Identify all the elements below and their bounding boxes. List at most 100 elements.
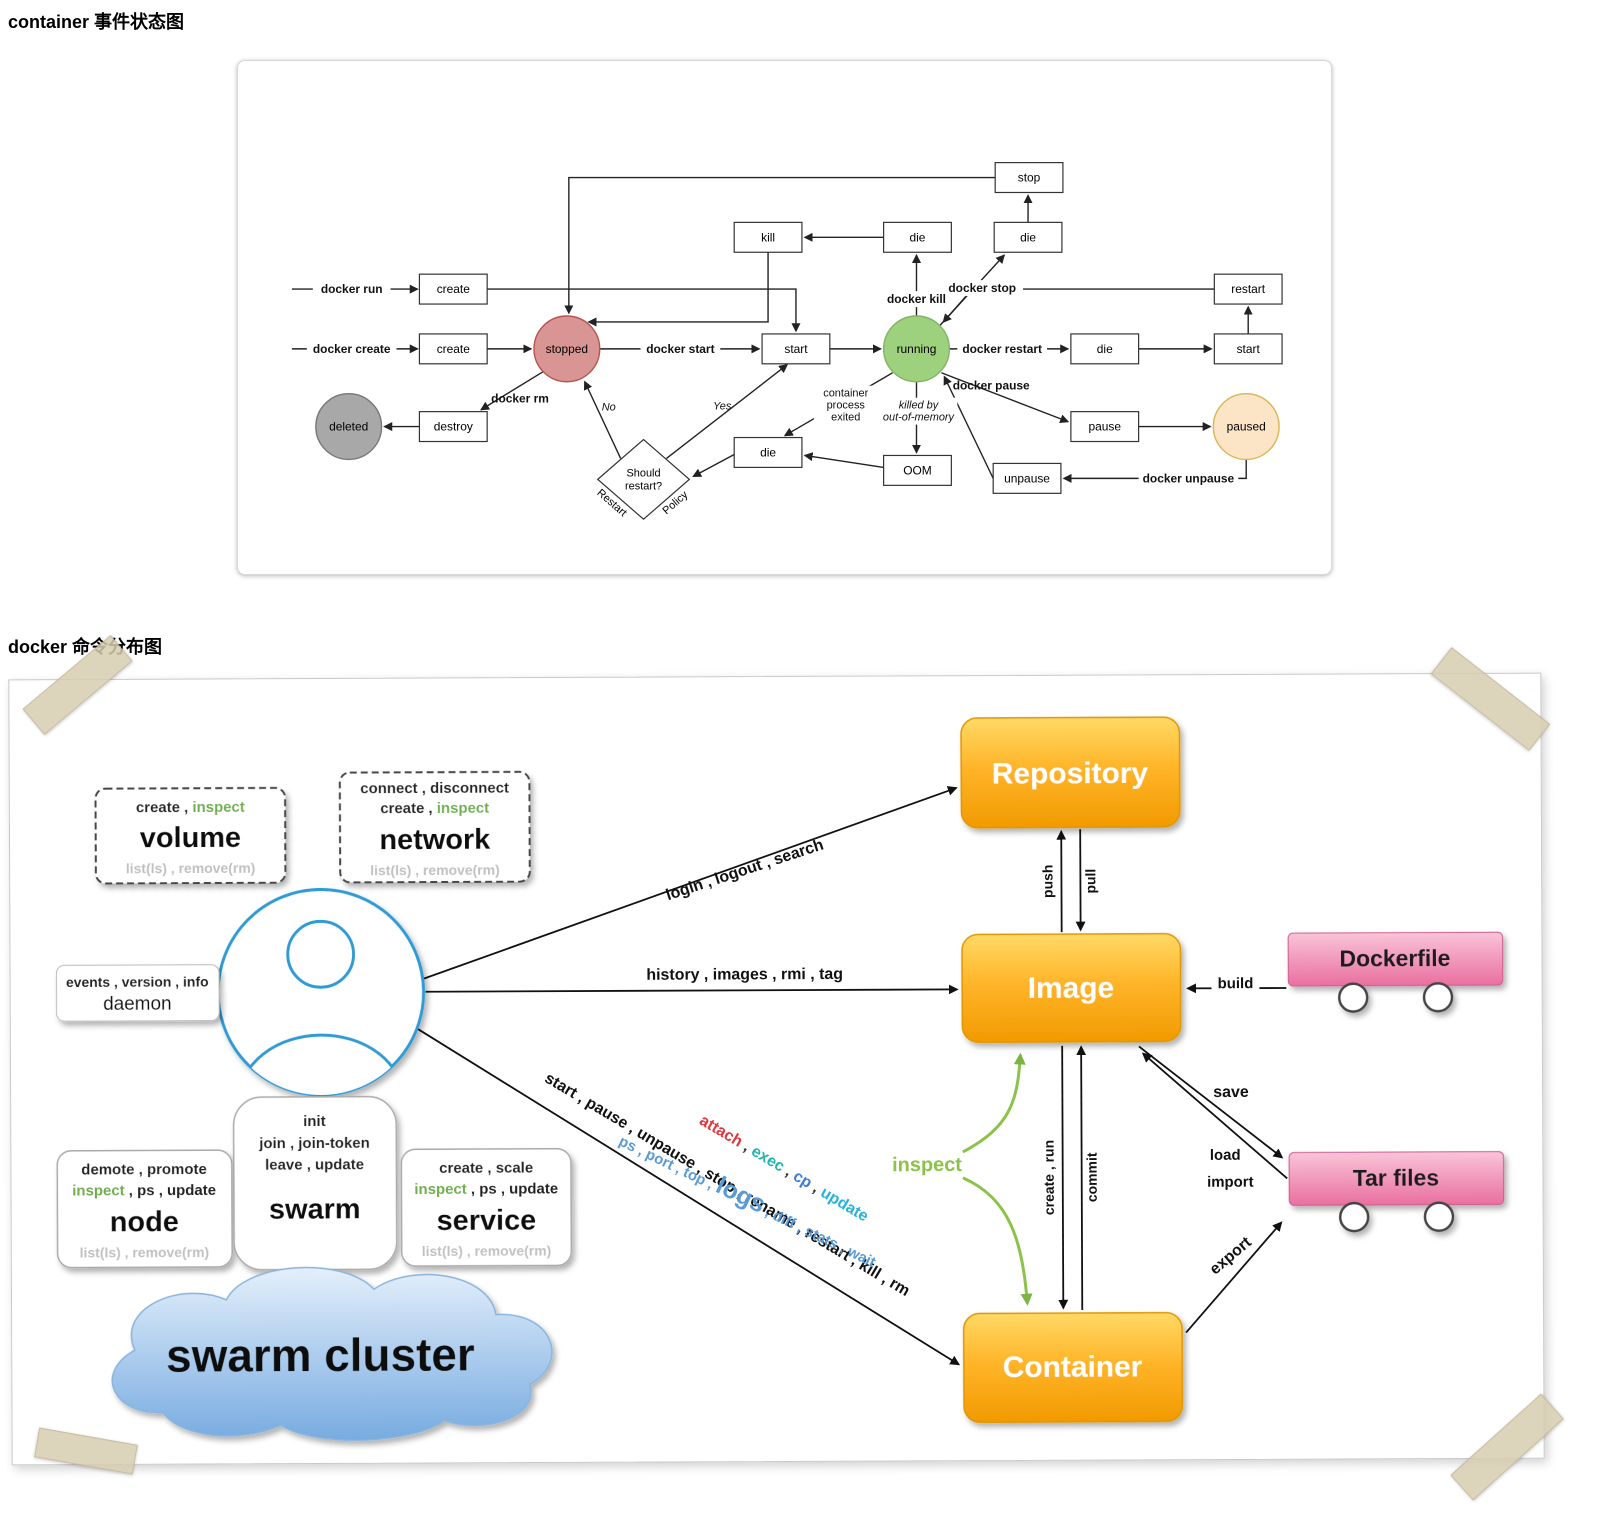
state-diagram-svg: stop kill die die create restart create bbox=[291, 162, 1283, 521]
svg-text:join , join-token: join , join-token bbox=[258, 1135, 370, 1152]
label-import: import bbox=[1207, 1174, 1254, 1191]
label-docker-create: docker create bbox=[313, 342, 391, 356]
label-docker-unpause: docker unpause bbox=[1143, 471, 1235, 485]
cloud-title: swarm cluster bbox=[166, 1329, 475, 1382]
svg-text:Dockerfile: Dockerfile bbox=[1339, 945, 1450, 971]
label-docker-kill: docker kill bbox=[887, 292, 946, 306]
svg-text:restart?: restart? bbox=[625, 480, 662, 492]
inspect-edges bbox=[962, 1052, 1033, 1306]
svg-text:events , version , info: events , version , info bbox=[66, 974, 209, 991]
event-boxes: stop kill die die create restart create bbox=[418, 162, 1283, 494]
label-pull: pull bbox=[1082, 869, 1098, 894]
edge-unpause-to-running bbox=[943, 375, 994, 479]
svg-text:paused: paused bbox=[1227, 420, 1266, 434]
svg-text:create , scale: create , scale bbox=[439, 1160, 533, 1177]
state-running: running bbox=[882, 315, 951, 383]
edge-export bbox=[1185, 1221, 1283, 1334]
label-load: load bbox=[1210, 1147, 1241, 1164]
edge-stop-to-stopped bbox=[564, 176, 996, 315]
svg-text:Image: Image bbox=[1028, 972, 1115, 1005]
label-bg bbox=[640, 340, 721, 357]
label-exited-1: container bbox=[823, 388, 868, 400]
label-oom-1: killed by bbox=[899, 400, 940, 412]
svg-text:die: die bbox=[760, 445, 776, 459]
docker-client-person bbox=[216, 887, 426, 1097]
label-commit: commit bbox=[1084, 1152, 1100, 1202]
svg-text:connect , disconnect: connect , disconnect bbox=[360, 780, 509, 798]
swarm-cluster-cloud: swarm cluster bbox=[111, 1266, 553, 1441]
svg-text:deleted: deleted bbox=[329, 420, 368, 434]
label-bg bbox=[881, 291, 952, 308]
edge-die-to-diamond bbox=[692, 453, 735, 478]
swarm-box: init join , join-token leave , update sw… bbox=[232, 1095, 398, 1271]
daemon-title: daemon bbox=[103, 994, 172, 1015]
label-docker-restart: docker restart bbox=[962, 342, 1042, 356]
event-box-destroy: destroy bbox=[418, 411, 488, 443]
svg-text:stop: stop bbox=[1018, 171, 1041, 185]
event-box-restart: restart bbox=[1213, 273, 1283, 305]
label-bg bbox=[1138, 470, 1239, 487]
page-title-state-diagram: container 事件状态图 bbox=[8, 12, 185, 32]
svg-text:create: create bbox=[437, 282, 471, 296]
network-box: connect , disconnect create , inspect ne… bbox=[338, 770, 531, 884]
label-docker-run: docker run bbox=[321, 282, 383, 296]
svg-text:running: running bbox=[897, 342, 937, 356]
svg-text:die: die bbox=[1020, 230, 1036, 244]
edge-create-run bbox=[1058, 1045, 1069, 1310]
label-docker-stop: docker stop bbox=[948, 281, 1016, 295]
state-circles: stopped running deleted paused bbox=[315, 315, 1280, 461]
label-save: save bbox=[1213, 1084, 1249, 1101]
label-export: export bbox=[1207, 1233, 1256, 1278]
person-shoulders-icon bbox=[238, 1033, 405, 1096]
svg-text:stopped: stopped bbox=[546, 342, 588, 356]
event-box-die-restart: die bbox=[1070, 333, 1140, 365]
label-docker-pause: docker pause bbox=[953, 379, 1030, 393]
wheel-icon bbox=[1423, 1201, 1455, 1232]
label-bg bbox=[939, 280, 1024, 297]
command-edges bbox=[415, 786, 1288, 1366]
svg-text:kill: kill bbox=[761, 230, 775, 244]
label-docker-start: docker start bbox=[646, 342, 714, 356]
event-box-unpause: unpause bbox=[992, 462, 1062, 494]
command-diagram-figure: create , inspect volume list(ls) , remov… bbox=[8, 672, 1545, 1466]
svg-text:Tar files: Tar files bbox=[1353, 1165, 1439, 1191]
event-box-kill: kill bbox=[733, 221, 803, 253]
state-diagram-figure: stop kill die die create restart create bbox=[237, 60, 1332, 575]
label-create-run: create , run bbox=[1041, 1140, 1057, 1215]
swarm-title: swarm bbox=[269, 1193, 361, 1225]
svg-text:demote , promote: demote , promote bbox=[81, 1161, 207, 1179]
label-push: push bbox=[1039, 865, 1055, 898]
command-edge-labels: login , logout , search history , images… bbox=[542, 836, 1256, 1300]
edge-create-to-start bbox=[487, 288, 801, 333]
event-box-die-bottom: die bbox=[733, 436, 803, 469]
svg-text:init: init bbox=[303, 1113, 326, 1130]
edge-commit bbox=[1076, 1045, 1087, 1311]
svg-text:unpause: unpause bbox=[1004, 471, 1050, 485]
label-login-logout-search: login , logout , search bbox=[664, 836, 826, 904]
wheel-icon bbox=[1338, 1201, 1370, 1233]
label-backgrounds bbox=[1201, 976, 1260, 1190]
edge-client-container bbox=[415, 1026, 961, 1366]
wheel-icon bbox=[1338, 982, 1369, 1013]
person-head-icon bbox=[286, 919, 356, 989]
label-no: No bbox=[602, 402, 616, 414]
svg-text:inspect , ps , update: inspect , ps , update bbox=[72, 1182, 216, 1200]
label-exited-2: process bbox=[827, 400, 866, 412]
repository-node: Repository bbox=[960, 716, 1181, 829]
cloud-shape-icon bbox=[111, 1266, 553, 1441]
svg-text:create , inspect: create , inspect bbox=[380, 800, 489, 817]
dockerfile-node: Dockerfile bbox=[1287, 931, 1504, 1013]
svg-text:inspect , ps , update: inspect , ps , update bbox=[414, 1181, 558, 1199]
edge-oom-to-die bbox=[803, 452, 884, 469]
state-paused: paused bbox=[1212, 393, 1280, 461]
edge-docker-rm bbox=[480, 371, 544, 411]
event-box-die-stop: die bbox=[993, 221, 1063, 253]
wheel-icon bbox=[1422, 982, 1454, 1013]
svg-text:Container: Container bbox=[1003, 1351, 1143, 1385]
svg-text:start: start bbox=[1237, 342, 1261, 356]
command-diagram-svg: create , inspect volume list(ls) , remov… bbox=[55, 716, 1505, 1441]
edge-client-repository bbox=[423, 786, 958, 980]
edge-yes-to-start bbox=[666, 363, 789, 460]
label-bg bbox=[1205, 1147, 1246, 1163]
svg-text:OOM: OOM bbox=[903, 463, 932, 477]
